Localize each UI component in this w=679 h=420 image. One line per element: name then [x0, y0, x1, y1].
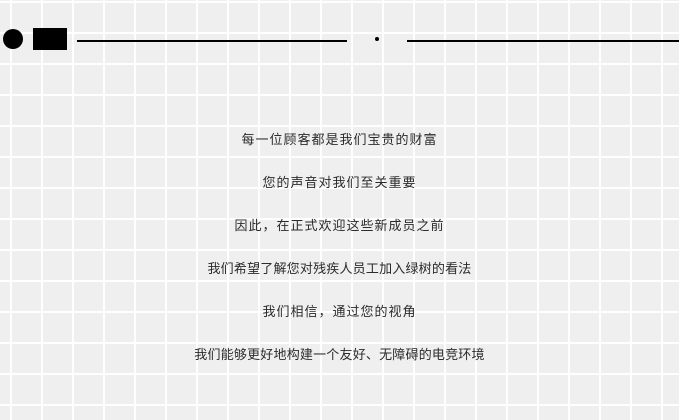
divider-right: [407, 40, 679, 42]
text-line-5: 我们相信，通过您的视角: [262, 305, 417, 320]
text-line-3: 因此，在正式欢迎这些新成员之前: [234, 219, 445, 234]
text-line-1: 每一位顾客都是我们宝贵的财富: [241, 133, 438, 148]
rectangle-decoration-icon: [33, 28, 67, 50]
divider-left: [77, 40, 347, 42]
center-dot-icon: [375, 37, 379, 41]
text-line-6: 我们能够更好地构建一个友好、无障碍的电竞环境: [194, 348, 485, 363]
circle-decoration-icon: [3, 29, 23, 49]
text-line-2: 您的声音对我们至关重要: [262, 176, 417, 191]
text-line-4: 我们希望了解您对残疾人员工加入绿树的看法: [207, 262, 472, 277]
